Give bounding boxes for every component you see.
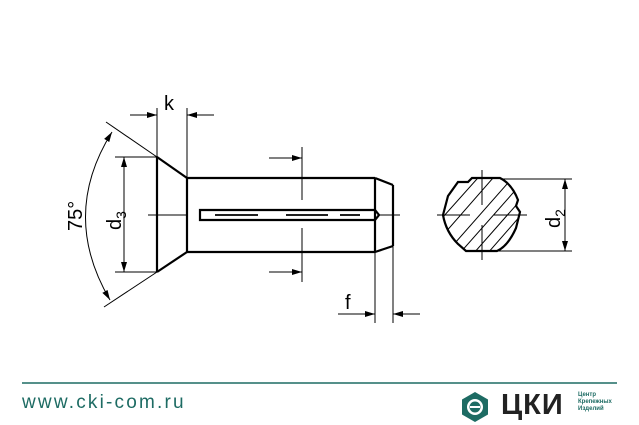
k-dimension xyxy=(130,108,214,178)
angle-dimension xyxy=(85,121,158,308)
angle-label: 75° xyxy=(65,201,87,231)
brand-subtitle-line: Крепежных xyxy=(578,399,612,405)
f-label: f xyxy=(345,292,351,314)
d2-dimension xyxy=(497,178,572,252)
logo-icon xyxy=(462,392,488,422)
brand-name: ЦКИ xyxy=(501,389,564,421)
website-link[interactable]: www.cki-com.ru xyxy=(22,392,186,413)
d3-label: d3 xyxy=(104,211,129,230)
brand-subtitle-line: Центр xyxy=(578,392,597,398)
brand-subtitle-line: Изделий xyxy=(578,406,604,412)
d2-label: d2 xyxy=(543,209,568,228)
pin-outline xyxy=(155,156,395,273)
d3-dimension xyxy=(115,156,157,273)
section-marker xyxy=(269,147,303,282)
f-dimension xyxy=(338,246,420,323)
k-label: k xyxy=(164,93,175,115)
brand-subtitle: Центр Крепежных Изделий xyxy=(578,392,612,413)
cross-section xyxy=(437,170,527,260)
